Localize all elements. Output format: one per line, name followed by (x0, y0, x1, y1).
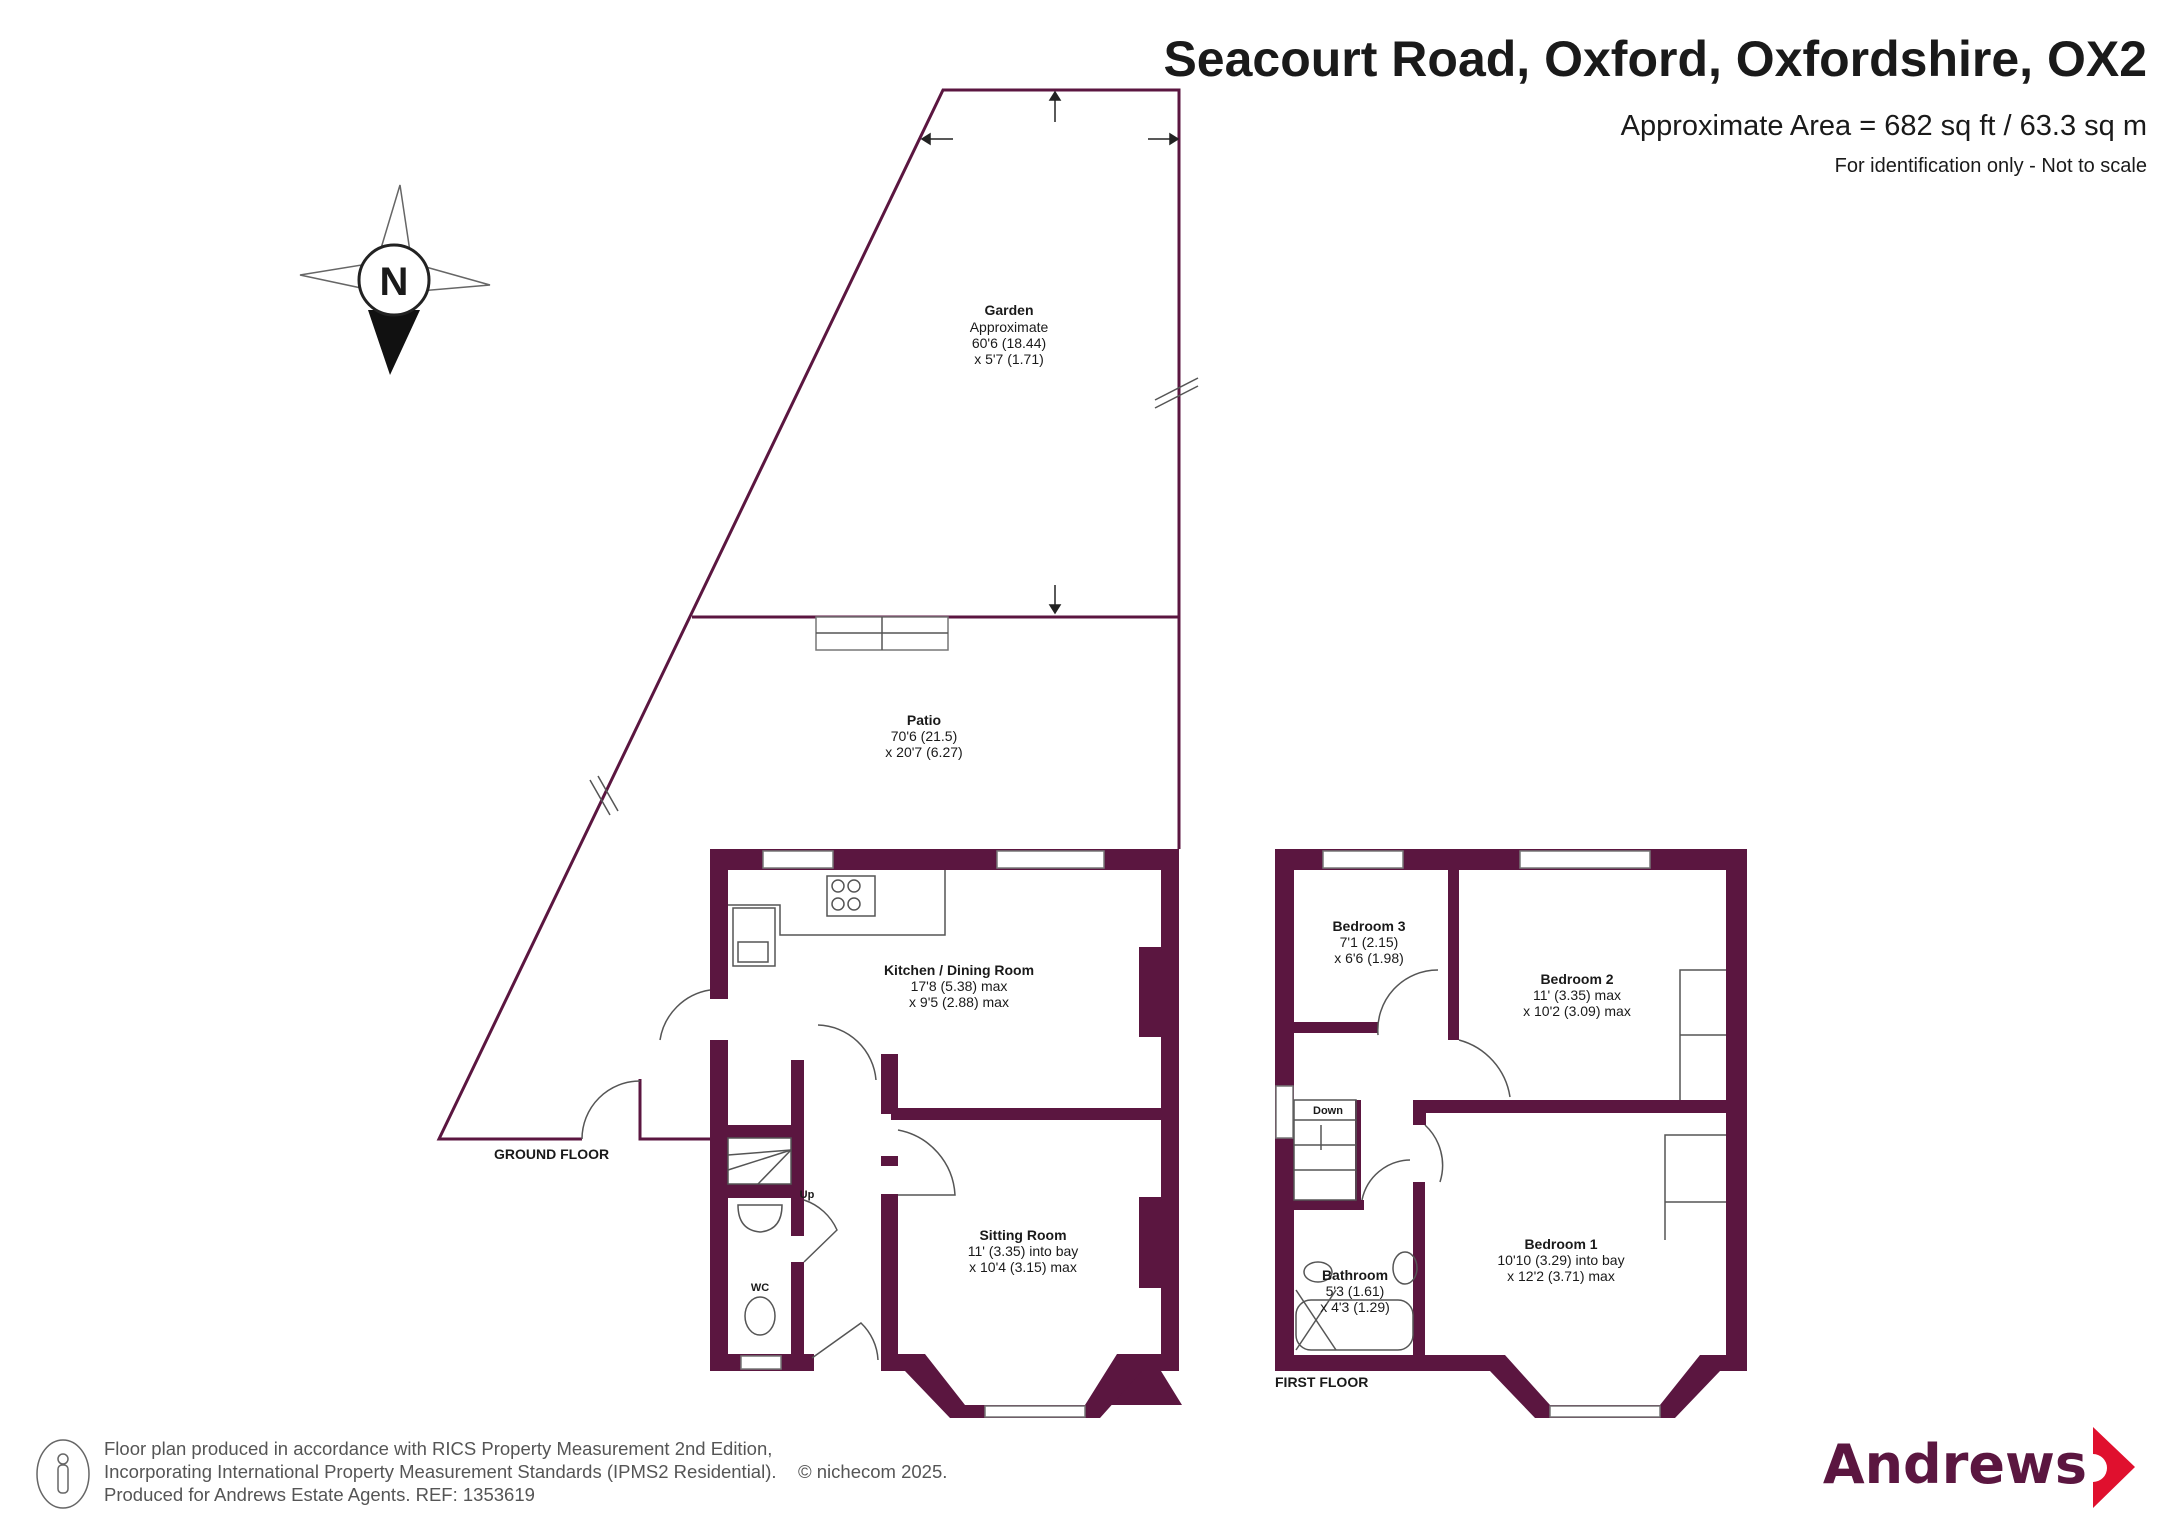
stairs-down-label: Down (1313, 1105, 1343, 1117)
person-icon (36, 1439, 90, 1509)
room-label-bedroom-1: Bedroom 1 10'10 (3.29) into bay x 12'2 (… (1497, 1236, 1624, 1284)
footer-line-1: Floor plan produced in accordance with R… (104, 1438, 772, 1459)
room-label-bathroom: Bathroom 5'3 (1.61) x 4'3 (1.29) (1320, 1267, 1390, 1315)
compass-north-label: N (380, 260, 409, 304)
svg-text:Bathroom: Bathroom (1322, 1267, 1388, 1283)
svg-text:Bedroom 3: Bedroom 3 (1332, 918, 1405, 934)
svg-text:x 5'7 (1.71): x 5'7 (1.71) (974, 351, 1044, 367)
first-floor-plan: FIRST FLOOR (1275, 849, 1747, 1418)
room-label-patio: Patio 70'6 (21.5) x 20'7 (6.27) (885, 712, 962, 760)
room-label-wc: WC (751, 1282, 769, 1294)
svg-text:Approximate: Approximate (970, 319, 1049, 335)
footer-line-2: Incorporating International Property Mea… (104, 1461, 777, 1482)
first-floor-label: FIRST FLOOR (1275, 1374, 1368, 1390)
room-label-bedroom-2: Bedroom 2 11' (3.35) max x 10'2 (3.09) m… (1523, 971, 1631, 1019)
scale-note: For identification only - Not to scale (1835, 155, 2147, 177)
ground-floor-label: GROUND FLOOR (494, 1146, 609, 1162)
ground-floor-plan: GROUND FLOOR (494, 849, 1182, 1418)
compass-icon: N (299, 184, 491, 375)
svg-text:x 10'4 (3.15) max: x 10'4 (3.15) max (969, 1259, 1077, 1275)
svg-text:11' (3.35) into bay: 11' (3.35) into bay (968, 1243, 1079, 1259)
room-label-bedroom-3: Bedroom 3 7'1 (2.15) x 6'6 (1.98) (1332, 918, 1405, 966)
svg-text:10'10 (3.29) into bay: 10'10 (3.29) into bay (1497, 1252, 1624, 1268)
svg-text:Patio: Patio (907, 712, 941, 728)
svg-text:x 9'5 (2.88) max: x 9'5 (2.88) max (909, 994, 1009, 1010)
room-label-sitting-room: Sitting Room 11' (3.35) into bay x 10'4 … (968, 1227, 1079, 1275)
svg-text:x 10'2 (3.09) max: x 10'2 (3.09) max (1523, 1003, 1631, 1019)
room-label-kitchen: Kitchen / Dining Room 17'8 (5.38) max x … (884, 962, 1034, 1010)
svg-text:7'1 (2.15): 7'1 (2.15) (1340, 934, 1399, 950)
svg-text:60'6 (18.44): 60'6 (18.44) (972, 335, 1046, 351)
svg-text:Bedroom 1: Bedroom 1 (1524, 1236, 1597, 1252)
break-mark-icon (589, 377, 1199, 816)
garden-outline (436, 88, 1199, 1141)
svg-text:70'6 (21.5): 70'6 (21.5) (891, 728, 958, 744)
footer-copyright: © nichecom 2025. (798, 1461, 947, 1482)
svg-text:x 20'7 (6.27): x 20'7 (6.27) (885, 744, 962, 760)
property-title: Seacourt Road, Oxford, Oxfordshire, OX2 (1163, 31, 2147, 87)
svg-text:Kitchen / Dining Room: Kitchen / Dining Room (884, 962, 1034, 978)
svg-text:x 12'2 (3.71) max: x 12'2 (3.71) max (1507, 1268, 1615, 1284)
svg-text:x 4'3 (1.29): x 4'3 (1.29) (1320, 1299, 1390, 1315)
svg-text:x 6'6 (1.98): x 6'6 (1.98) (1334, 950, 1404, 966)
stairs-up-label: Up (800, 1189, 815, 1201)
approximate-area: Approximate Area = 682 sq ft / 63.3 sq m (1621, 110, 2147, 142)
logo-chevron-icon (2093, 1427, 2135, 1508)
svg-text:Garden: Garden (984, 302, 1033, 318)
svg-text:Bedroom 2: Bedroom 2 (1540, 971, 1613, 987)
andrews-logo: Andrews (1823, 1427, 2135, 1508)
svg-text:11' (3.35) max: 11' (3.35) max (1533, 987, 1621, 1003)
svg-text:17'8 (5.38) max: 17'8 (5.38) max (911, 978, 1008, 994)
logo-text: Andrews (1823, 1433, 2087, 1496)
footer-line-3: Produced for Andrews Estate Agents. REF:… (104, 1484, 535, 1505)
dimension-arrows (920, 90, 1180, 615)
room-label-garden: Garden Approximate 60'6 (18.44) x 5'7 (1… (970, 302, 1049, 367)
svg-text:Sitting Room: Sitting Room (979, 1227, 1066, 1243)
svg-text:5'3 (1.61): 5'3 (1.61) (1326, 1283, 1385, 1299)
